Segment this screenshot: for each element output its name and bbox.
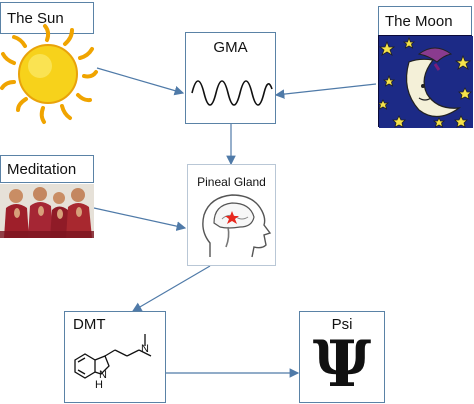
dmt-label: DMT [73,316,106,333]
wave-icon [191,80,273,106]
brain-head-icon [202,194,272,258]
moon-label-box: The Moon [378,6,472,36]
pineal-star-marker [225,211,239,224]
arrow-sun-to-gma [96,67,185,96]
svg-text:N: N [99,369,107,381]
dmt-molecule-icon: H N N [74,334,152,391]
sun-label-box: The Sun [0,2,94,34]
arrow-meditation-to-pineal [93,207,187,231]
gma-node: GMA [185,32,276,124]
svg-text:N: N [141,343,149,355]
meditation-label: Meditation [7,160,77,178]
sun-label: The Sun [7,9,64,27]
psi-label: Psi [331,316,353,333]
psi-node: Psi Ψ [299,311,385,403]
meditation-label-box: Meditation [0,155,94,183]
gma-label: GMA [213,39,248,56]
arrow-pineal-to-dmt [131,265,211,312]
svg-text:H: H [95,379,103,391]
moon-icon [379,36,473,128]
dmt-node: DMT H N N [64,311,166,403]
moon-image-box [378,35,473,128]
pineal-gland-node: Pineal Gland [187,164,276,266]
pineal-gland-label: Pineal Gland [197,175,266,189]
psi-symbol-icon: Ψ [312,327,372,402]
moon-label: The Moon [385,12,453,30]
arrow-moon-to-gma [274,83,377,99]
